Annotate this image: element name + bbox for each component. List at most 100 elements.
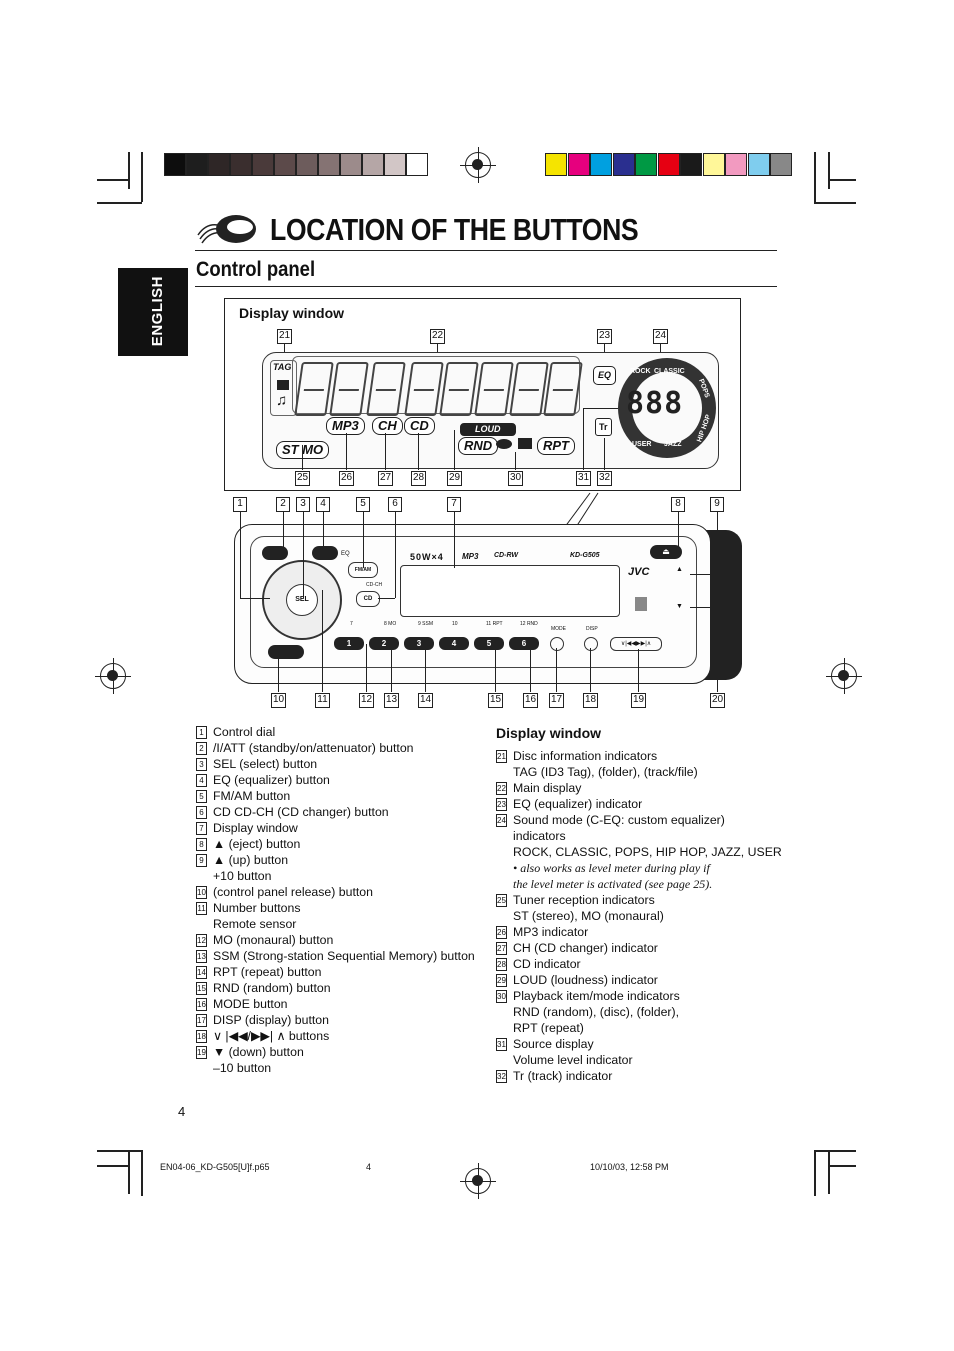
item-text: Tr (track) indicator [513,1069,613,1083]
crop-mark [814,152,816,202]
gray-swatch [186,153,208,176]
callout-16: 16 [523,693,538,708]
gray-swatch [318,153,340,176]
display-window-label: Display window [239,305,345,321]
preset-button[interactable]: 2 [369,637,399,650]
item-number: 28 [496,958,507,971]
tag-indicator: TAG [273,362,292,372]
crop-mark [814,1150,816,1196]
gray-swatch [340,153,362,176]
language-tab: ENGLISH [118,268,188,356]
item-text: Source display [513,1037,594,1051]
power-output: 50W×4 [410,552,444,562]
fmam-label: FM/AM [354,567,372,573]
tr-indicator: Tr [595,418,612,436]
callout-4: 4 [316,497,330,512]
user-indicator: USER [632,441,652,448]
model-name: KD-G505 [570,552,600,559]
crop-mark [814,1150,856,1152]
gray-swatch [384,153,406,176]
item-text: Display window [213,821,298,835]
crop-mark [828,1152,830,1194]
preset-button[interactable]: 6 [509,637,539,650]
eq-button[interactable] [312,546,338,560]
item-text: MODE button [213,997,288,1011]
item-text: MO (monaural) button [213,933,334,947]
item-text: Remote sensor [213,917,297,931]
callout-27: 27 [378,471,393,486]
registration-mark [460,147,496,183]
item-number: 18 [196,1030,207,1043]
page-number: 4 [178,1104,186,1119]
skip-buttons[interactable]: ∨|◀◀▶▶|∧ [610,637,662,651]
preset-button[interactable]: 4 [439,637,469,650]
preset-button[interactable]: 1 [334,637,364,650]
item-text: ∨ |◀◀/▶▶| ∧ buttons [213,1029,330,1043]
callout-12: 12 [359,693,374,708]
crop-mark [97,179,128,181]
callout-25: 25 [295,471,310,486]
disp-button[interactable] [584,637,598,651]
eject-button[interactable]: ⏏ [650,545,682,559]
callout-23: 23 [597,329,612,344]
release-button[interactable] [268,645,304,659]
callout-22: 22 [430,329,445,344]
item-text: MP3 indicator [513,925,589,939]
item-text: FM/AM button [213,789,291,803]
item-text: ROCK, CLASSIC, POPS, HIP HOP, JAZZ, USER [513,845,782,859]
up-button[interactable]: ▲ [676,566,683,573]
loud-indicator: LOUD [460,423,516,436]
mp3-logo: MP3 [462,552,479,561]
item-text: CD CD-CH (CD changer) button [213,805,389,819]
folder-icon [518,438,532,449]
crop-mark [828,1165,856,1167]
gray-swatch [252,153,274,176]
callout-30: 30 [508,471,523,486]
mode-button[interactable] [550,637,564,651]
power-att-button[interactable] [262,546,288,560]
callout-9: 9 [710,497,724,512]
section-logo-icon [197,215,256,244]
callout-20: 20 [710,693,725,708]
subtitle-rule [195,286,777,287]
callout-14: 14 [418,693,433,708]
callout-13: 13 [384,693,399,708]
item-text: Control dial [213,725,276,739]
item-text: CD indicator [513,957,581,971]
registration-mark [95,658,131,694]
brand-logo: JVC [628,566,650,578]
item-number: 7 [196,822,207,835]
callout-17: 17 [549,693,564,708]
item-number: 22 [496,782,507,795]
callout-11: 11 [315,693,330,708]
callout-10: 10 [271,693,286,708]
callout-5: 5 [356,497,370,512]
crop-mark [97,1150,142,1152]
item-number: 6 [196,806,207,819]
item-text: Tuner reception indicators [513,893,655,907]
item-number: 30 [496,990,507,1003]
eq-label: EQ [341,551,350,557]
crop-mark [97,202,142,204]
cd-button[interactable]: CD [356,591,380,607]
preset-button[interactable]: 3 [404,637,434,650]
down-button[interactable]: ▼ [676,603,683,610]
item-text: TAG (ID3 Tag), (folder), (track/file) [513,765,698,779]
preset-button[interactable]: 5 [474,637,504,650]
callout-19: 19 [631,693,646,708]
sel-button[interactable]: SEL [286,584,318,616]
item-number: 25 [496,894,507,907]
item-text: /I/ATT (standby/on/attenuator) button [213,741,414,755]
footer-page: 4 [366,1162,372,1172]
cd-label: CD [363,596,373,602]
item-number: 1 [196,726,207,739]
color-swatch [567,153,590,176]
crop-mark [828,152,830,189]
callout-24: 24 [653,329,668,344]
callout-26: 26 [339,471,354,486]
item-number: 26 [496,926,507,939]
callout-1: 1 [233,497,247,512]
color-swatch [680,153,702,176]
